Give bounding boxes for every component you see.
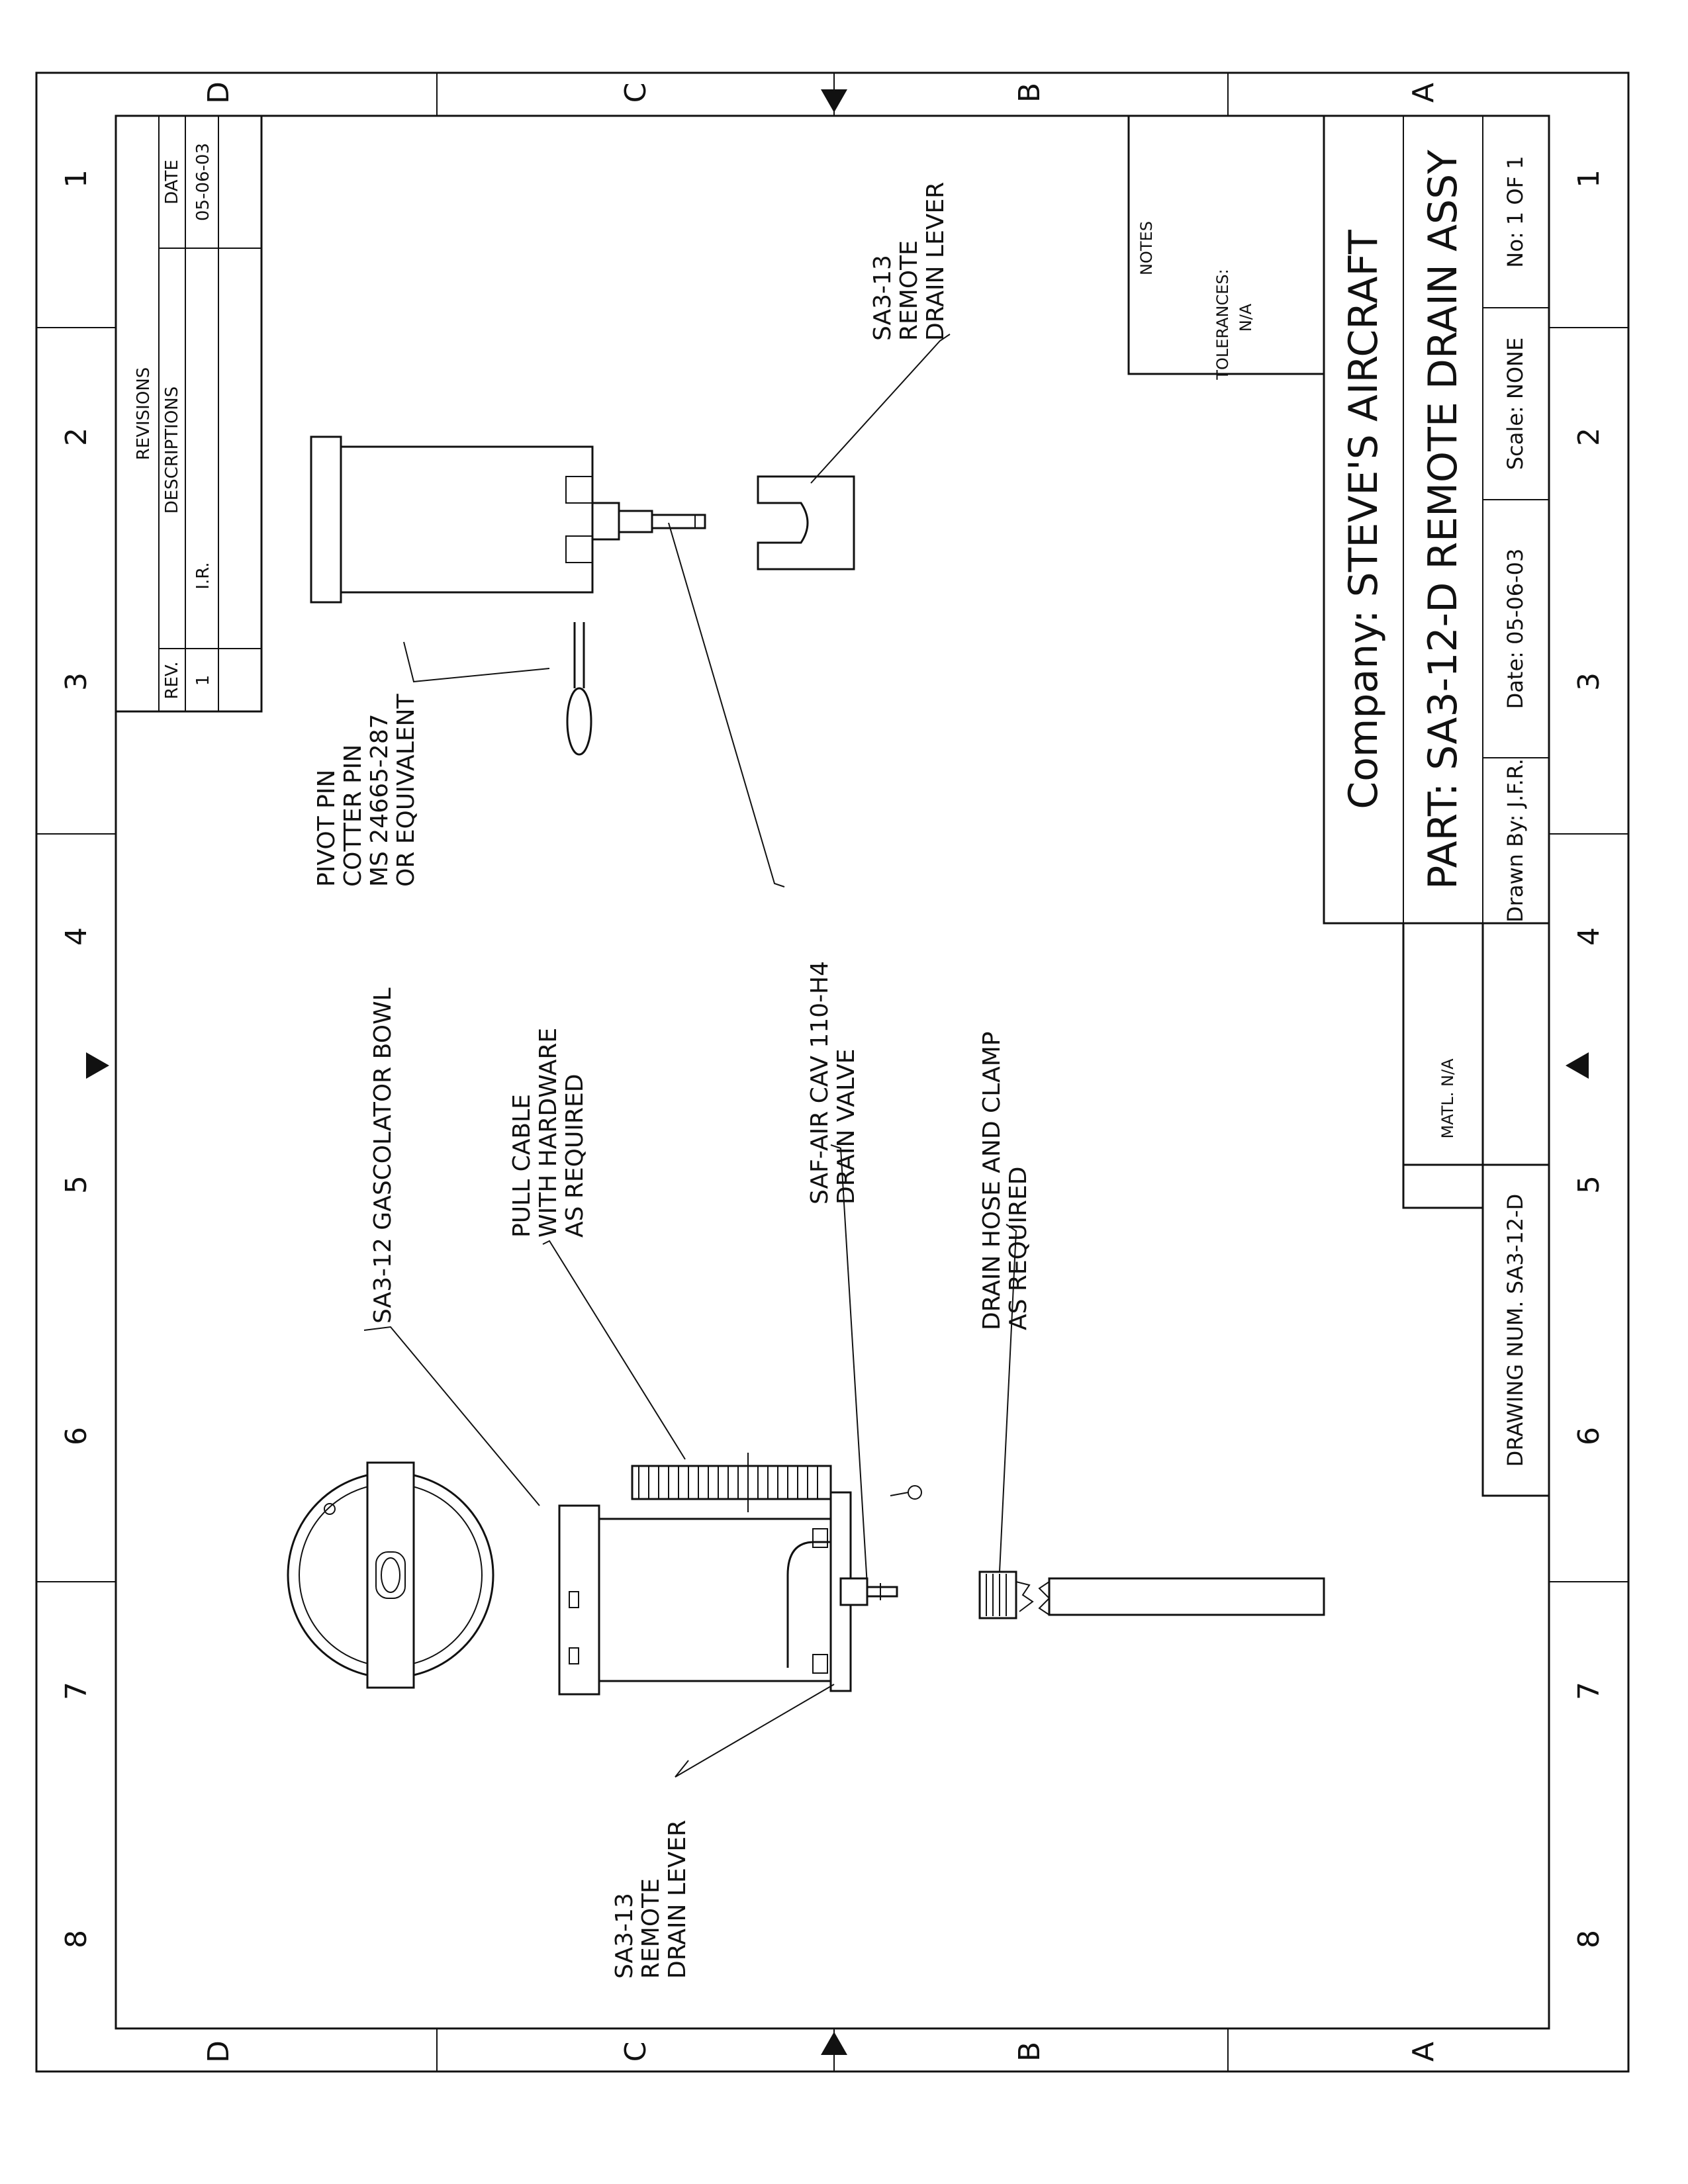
- zone-col-label: 7: [1572, 1682, 1606, 1700]
- tolerances-value: N/A: [1237, 303, 1255, 332]
- zone-col-label: 2: [1572, 428, 1606, 446]
- callout-remote-lever-right-line2: REMOTE: [896, 240, 923, 341]
- callouts: SA3-12 GASCOLATOR BOWL PULL CABLE WITH H…: [313, 182, 1032, 1979]
- zone-col-label: 5: [60, 1175, 93, 1194]
- callout-drain-hose-line2: AS REQUIRED: [1005, 1167, 1032, 1330]
- callout-remote-lever-left-line2: REMOTE: [637, 1878, 665, 1979]
- callout-drain-valve-line2: DRAIN VALVE: [833, 1049, 860, 1205]
- revisions-col-date: DATE: [162, 159, 182, 205]
- sheet-number: No: 1 OF 1: [1503, 156, 1528, 267]
- callout-remote-lever-left-line3: DRAIN LEVER: [664, 1820, 691, 1979]
- drawing-number: DRAWING NUM. SA3-12-D: [1503, 1194, 1528, 1467]
- zone-row-label: B: [1013, 2042, 1047, 2062]
- material: MATL. N/A: [1438, 1058, 1457, 1139]
- zone-col-label: 3: [1572, 672, 1606, 691]
- zone-col-label: 8: [60, 1930, 93, 1948]
- zone-row-label: B: [1013, 83, 1047, 103]
- zone-col-label: 2: [60, 428, 93, 446]
- zone-row-label: C: [619, 2042, 653, 2062]
- callout-remote-lever-right-line1: SA3-13: [869, 255, 896, 341]
- callout-gascolator-bowl: SA3-12 GASCOLATOR BOWL: [369, 987, 397, 1324]
- gascolator-top-view: [287, 1461, 494, 1689]
- callout-pull-cable-line1: PULL CABLE: [508, 1094, 536, 1238]
- callout-remote-lever-left-line1: SA3-13: [611, 1893, 638, 1979]
- notes-block: NOTES TOLERANCES: N/A: [1127, 116, 1324, 381]
- zone-col-label: 4: [1572, 927, 1606, 946]
- notes-title: NOTES: [1137, 221, 1156, 275]
- zone-col-label: 1: [60, 169, 93, 188]
- revisions-title: REVISIONS: [134, 367, 154, 461]
- zone-col-label: 6: [1572, 1427, 1606, 1445]
- revisions-col-rev: REV.: [162, 661, 182, 699]
- callout-pivot-pin-line1: PIVOT PIN: [313, 770, 340, 887]
- revisions-block: REVISIONS DATE DESCRIPTIONS REV. 05-06-0…: [115, 114, 263, 713]
- company-name: Company: STEVE'S AIRCRAFT: [1340, 230, 1387, 809]
- revisions-row-date: 05-06-03: [193, 143, 213, 221]
- zone-col-label: 8: [1572, 1930, 1606, 1948]
- gascolator-assembly-side-view: [558, 1453, 922, 1696]
- zone-row-label: A: [1407, 2042, 1440, 2062]
- callout-pivot-pin-line4: OR EQUIVALENT: [393, 693, 420, 887]
- pull-cable-spring: [631, 1453, 922, 1512]
- zone-col-label: 7: [60, 1682, 93, 1700]
- zone-labels: D C B A D C B A 1 2 3 4 5 6 7 8 1 2 3 4 …: [60, 81, 1606, 2063]
- zone-row-label: A: [1407, 83, 1440, 103]
- title-block: Company: STEVE'S AIRCRAFT PART: SA3-12-D…: [1323, 114, 1550, 1497]
- zone-col-label: 5: [1572, 1175, 1606, 1194]
- revisions-row-desc: I.R.: [193, 562, 213, 589]
- drawing-border: [35, 71, 1630, 2073]
- leader-lines: [363, 334, 1017, 1778]
- revisions-col-desc: DESCRIPTIONS: [162, 387, 182, 514]
- callout-drain-valve-line1: SAF-AIR CAV 110-H4: [806, 961, 833, 1205]
- zone-col-label: 3: [60, 672, 93, 691]
- zone-col-label: 6: [60, 1427, 93, 1445]
- zone-col-label: 4: [60, 927, 93, 946]
- drawing-date: Date: 05-06-03: [1503, 549, 1528, 709]
- drawn-by: Drawn By: J.F.R.: [1503, 758, 1528, 923]
- callout-pivot-pin-line2: COTTER PIN: [340, 745, 367, 887]
- scale: Scale: NONE: [1503, 338, 1528, 470]
- callout-pull-cable-line2: WITH HARDWARE: [535, 1028, 562, 1238]
- tolerances-label: TOLERANCES:: [1213, 269, 1232, 380]
- zone-row-label: C: [619, 83, 653, 103]
- callout-pull-cable-line3: AS REQUIRED: [561, 1074, 588, 1238]
- drain-valve-assembly-view: [310, 435, 855, 604]
- callout-drain-hose-line1: DRAIN HOSE AND CLAMP: [978, 1032, 1006, 1330]
- drain-hose-and-clamp: [978, 1570, 1325, 1619]
- callout-remote-lever-right-line3: DRAIN LEVER: [922, 182, 949, 341]
- zone-row-label: D: [202, 81, 236, 104]
- cotter-pin: [566, 622, 592, 756]
- revisions-row-rev: 1: [193, 675, 213, 686]
- zone-col-label: 1: [1572, 169, 1606, 188]
- part-title: PART: SA3-12-D REMOTE DRAIN ASSY: [1420, 150, 1466, 889]
- callout-pivot-pin-line3: MS 24665-287: [366, 713, 393, 887]
- zone-row-label: D: [202, 2040, 236, 2063]
